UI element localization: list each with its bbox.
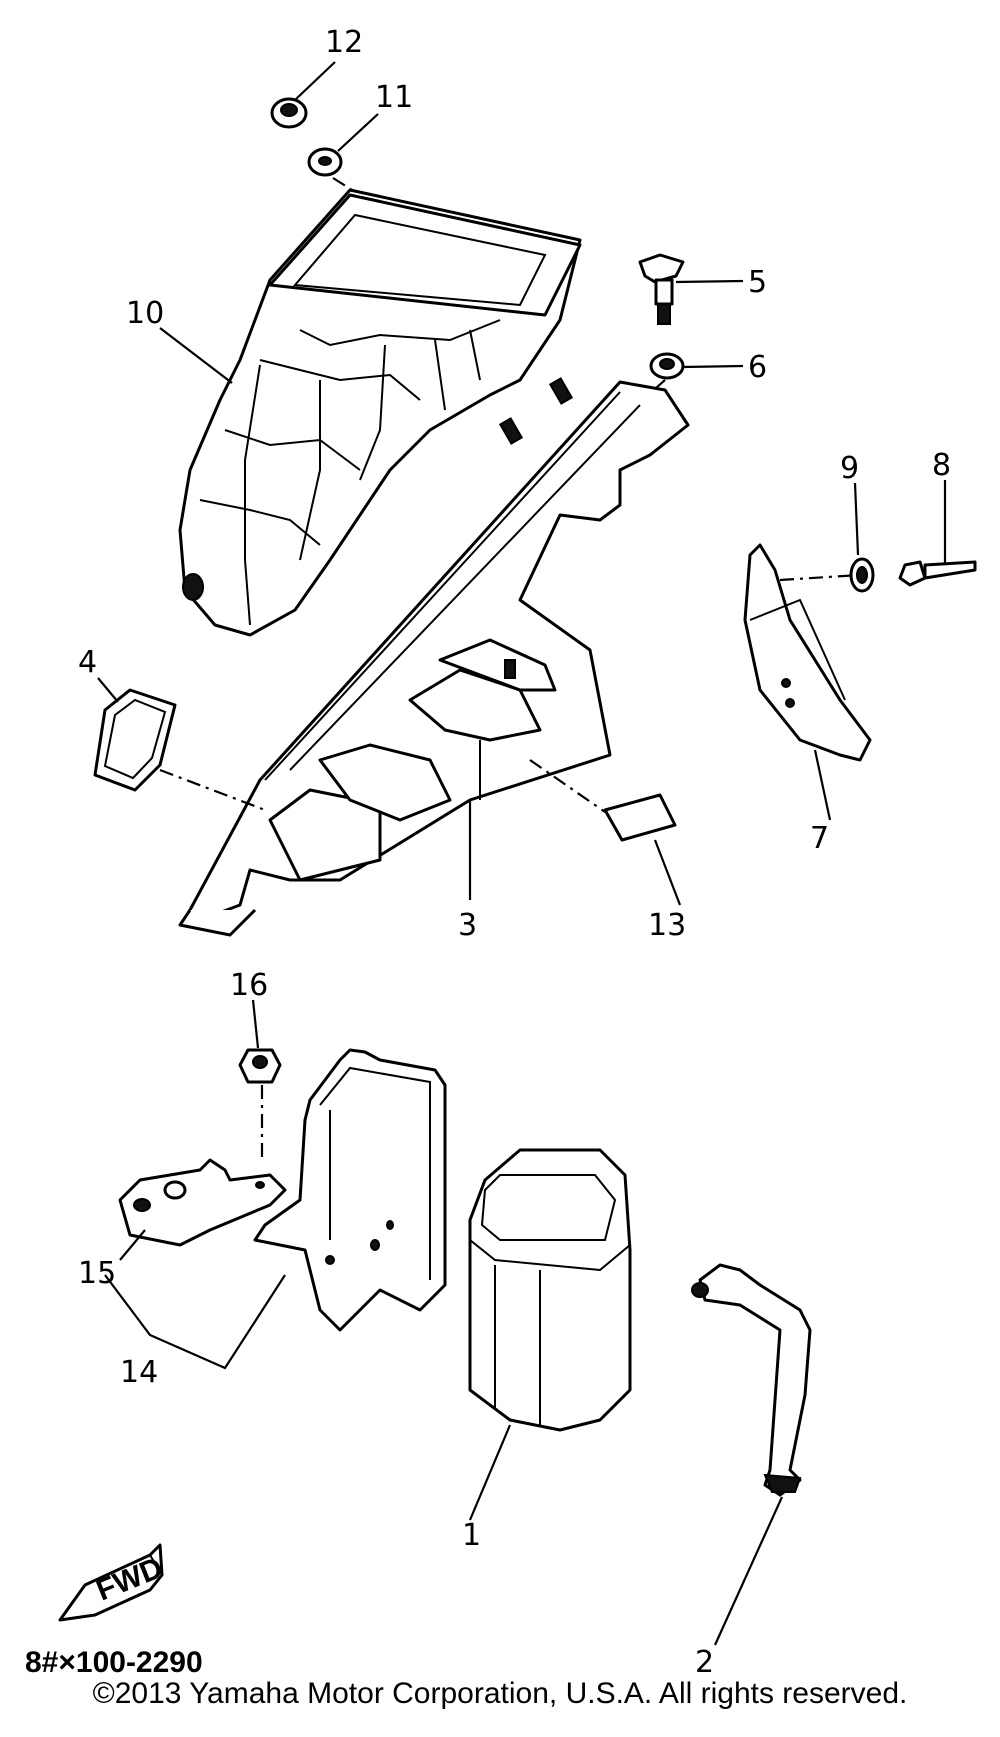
part-9-washer: [849, 557, 875, 593]
callout-7: 7: [810, 821, 829, 856]
callout-4: 4: [78, 645, 97, 680]
part-13-label: [603, 793, 677, 842]
leader-4: [97, 677, 119, 703]
leader-11: [337, 113, 379, 152]
part-8-screw: [898, 560, 977, 587]
fwd-arrow-icon: FWD: [58, 1543, 167, 1622]
part-4-gasket: [93, 688, 177, 792]
part-2-band: [691, 1263, 812, 1497]
leader-7: [813, 749, 832, 821]
callout-16: 16: [230, 968, 268, 1003]
leader-14: [104, 1274, 286, 1370]
callout-10: 10: [126, 296, 164, 331]
leader-13: [653, 839, 682, 906]
part-12-nut: [270, 97, 308, 129]
dash-7: [779, 573, 861, 582]
part-1-battery: [468, 1148, 632, 1432]
callout-2: 2: [695, 1645, 714, 1680]
leader-16: [251, 999, 260, 1049]
leader-5: [675, 279, 744, 284]
part-7-bracket: [743, 543, 872, 762]
callout-8: 8: [932, 448, 951, 483]
dash-4: [159, 768, 266, 812]
copyright-notice: ©2013 Yamaha Motor Corporation, U.S.A. A…: [92, 1677, 908, 1710]
part-14-holder: [253, 1048, 447, 1332]
callout-1: 1: [462, 1518, 481, 1553]
callout-12: 12: [325, 25, 363, 60]
leader-6: [682, 364, 744, 369]
leader-10: [159, 327, 233, 384]
part-16-nut: [238, 1048, 282, 1084]
callout-9: 9: [840, 451, 859, 486]
callout-14: 14: [120, 1355, 158, 1390]
part-3-case: [178, 377, 690, 937]
leader-12: [295, 61, 336, 100]
part-6-washer: [649, 352, 685, 380]
part-5-bolt: [638, 253, 685, 325]
callout-3: 3: [458, 908, 477, 943]
part-11-grommet: [307, 147, 343, 177]
part-15-plate: [118, 1158, 287, 1247]
leader-9: [853, 482, 860, 556]
leader-1: [468, 1424, 512, 1521]
leader-15: [119, 1229, 146, 1261]
part-10-cover: [178, 188, 582, 637]
callout-6: 6: [748, 350, 767, 385]
callout-11: 11: [375, 80, 413, 115]
callout-5: 5: [748, 265, 767, 300]
callout-15: 15: [78, 1256, 116, 1291]
diagram-code: 8#×100-2290: [25, 1646, 203, 1679]
leader-2: [713, 1496, 784, 1646]
callout-13: 13: [648, 908, 686, 943]
